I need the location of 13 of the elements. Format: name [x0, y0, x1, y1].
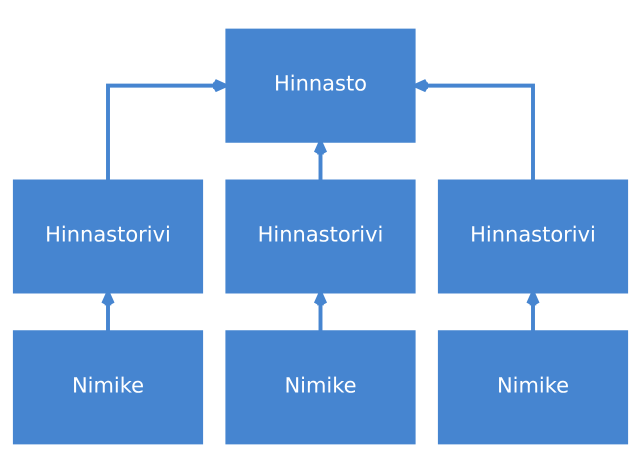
arrow [414, 78, 535, 180]
arrow [314, 290, 328, 331]
node-box: Nimike [12, 330, 204, 444]
node-box: Hinnastorivi [225, 179, 416, 294]
node-box: Hinnastorivi [12, 179, 204, 294]
node-box: Hinnasto [225, 28, 416, 143]
arrow [526, 290, 540, 331]
arrow [101, 290, 115, 331]
arrow [314, 140, 328, 180]
node-box: Hinnastorivi [438, 179, 628, 294]
node-box: Nimike [225, 330, 416, 444]
node-box: Nimike [438, 330, 628, 444]
arrow [106, 78, 228, 180]
